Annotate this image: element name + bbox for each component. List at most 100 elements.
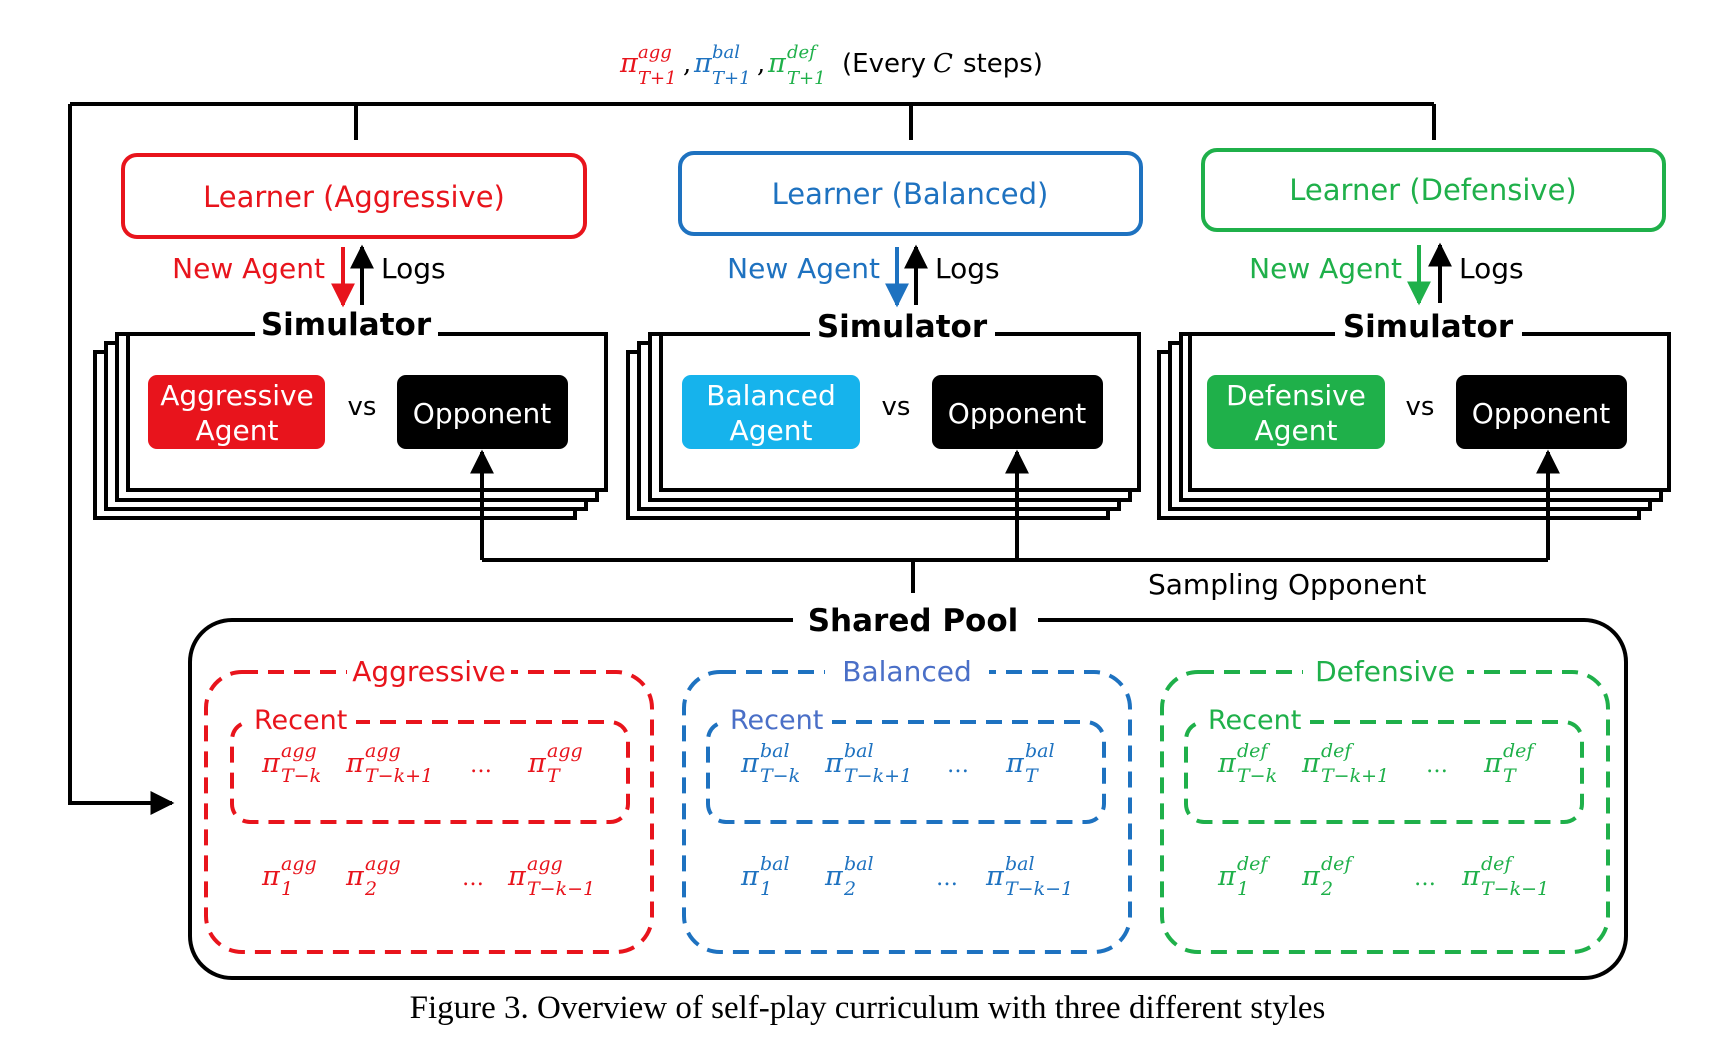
policy-subscript: T−k+1 <box>844 765 912 787</box>
policy-balanced-recent-2: … <box>947 753 969 778</box>
shared-pool-title-gap <box>793 604 1038 638</box>
policy-ellipsis: … <box>1426 753 1448 778</box>
policy-pi-symbol: π <box>1461 861 1481 892</box>
recent-box-defensive <box>1184 720 1584 824</box>
policy-superscript: def <box>1481 853 1514 875</box>
policy-superscript: bal <box>760 740 790 762</box>
policy-superscript: def <box>1503 740 1536 762</box>
policy-subscript: T−k+1 <box>365 765 433 787</box>
logs-label-defensive: Logs <box>1459 252 1524 285</box>
panel-defensive: Learner (Defensive) New Agent Logs Simul… <box>1157 148 1671 520</box>
policy-superscript: bal <box>1025 740 1055 762</box>
pool-group-title-balanced: Balanced <box>842 655 971 688</box>
policy-pi-symbol: π <box>824 748 844 779</box>
pool-group-title-aggressive: Aggressive <box>352 655 506 688</box>
policy-defensive-recent-2: … <box>1426 753 1448 778</box>
policy-pi-symbol: π <box>261 861 281 892</box>
pool-group-title-defensive: Defensive <box>1315 655 1455 688</box>
policy-pi-symbol: π <box>1217 748 1237 779</box>
policy-superscript: agg <box>281 853 317 875</box>
figure-caption: Figure 3. Overview of self-play curricul… <box>409 990 1326 1026</box>
recent-label-balanced: Recent <box>730 705 823 736</box>
policy-superscript: def <box>1321 740 1354 762</box>
policy-ellipsis: … <box>470 753 492 778</box>
agent-box-defensive <box>1207 375 1385 449</box>
policy-superscript: bal <box>844 740 874 762</box>
sampling-connectors <box>470 449 1560 593</box>
policy-pi-symbol: π <box>345 748 365 779</box>
policy-subscript: T−k+1 <box>1321 765 1389 787</box>
policy-subscript: 1 <box>1237 878 1249 900</box>
recent-title-gap-aggressive <box>246 706 356 736</box>
recent-box-aggressive <box>230 720 630 824</box>
policy-subscript: T−k <box>1237 765 1277 787</box>
panel-balanced: Learner (Balanced) New Agent Logs Simula… <box>626 151 1143 520</box>
simulator-title-aggressive: Simulator <box>261 307 432 343</box>
policy-superscript: agg <box>281 740 317 762</box>
policy-pi-symbol: π <box>261 748 281 779</box>
update-connectors <box>68 102 1436 815</box>
policy-superscript: def <box>1237 853 1270 875</box>
policy-superscript: def <box>1237 740 1270 762</box>
opponent-label-balanced: Opponent <box>948 397 1086 430</box>
policy-superscript: agg <box>365 740 401 762</box>
pi-def-superscript: def <box>787 42 819 63</box>
policy-ellipsis: … <box>936 866 958 891</box>
opponent-label-defensive: Opponent <box>1472 397 1610 430</box>
comma-1: , <box>683 49 691 79</box>
policy-pi-symbol: π <box>1005 748 1025 779</box>
learner-label-aggressive: Learner (Aggressive) <box>203 180 505 214</box>
pi-agg-symbol: π <box>619 48 639 79</box>
policy-pi-symbol: π <box>345 861 365 892</box>
pi-agg-subscript: T+1 <box>638 68 677 89</box>
agent-label-line1-balanced: Balanced <box>706 379 835 412</box>
simulator-title-defensive: Simulator <box>1343 309 1514 345</box>
policy-pi-symbol: π <box>740 861 760 892</box>
agent-box-aggressive <box>148 375 325 449</box>
simulator-title-gap-defensive <box>1335 318 1522 352</box>
agent-box-balanced <box>682 375 860 449</box>
sampling-opponent-label: Sampling Opponent <box>1148 568 1426 601</box>
policy-subscript: 2 <box>1320 878 1333 900</box>
policy-pi-symbol: π <box>507 861 527 892</box>
recent-label-aggressive: Recent <box>254 705 347 736</box>
policy-aggressive-recent-2: … <box>470 753 492 778</box>
comma-2: , <box>757 49 765 79</box>
policy-subscript: T−k <box>281 765 321 787</box>
opponent-box-balanced <box>932 375 1103 449</box>
new-agent-label-aggressive: New Agent <box>172 252 325 285</box>
policy-pi-symbol: π <box>1483 748 1503 779</box>
logs-label-balanced: Logs <box>935 252 1000 285</box>
c-symbol: C <box>933 49 953 79</box>
recent-title-gap-balanced <box>722 706 832 736</box>
new-agent-label-defensive: New Agent <box>1249 252 1402 285</box>
opponent-box-defensive <box>1456 375 1627 449</box>
learner-label-defensive: Learner (Defensive) <box>1289 173 1576 207</box>
pool-group-title-gap-aggressive <box>347 654 511 688</box>
steps-text: steps) <box>963 49 1043 79</box>
policy-balanced-old-2: … <box>936 866 958 891</box>
policy-superscript: bal <box>844 853 874 875</box>
policy-ellipsis: … <box>462 866 484 891</box>
feedback-arrow-to-pool <box>68 104 175 815</box>
new-agent-label-balanced: New Agent <box>727 252 880 285</box>
agent-label-line1-defensive: Defensive <box>1226 379 1366 412</box>
simulator-title-gap-balanced <box>810 318 995 352</box>
policy-subscript: T−k−1 <box>527 878 595 900</box>
